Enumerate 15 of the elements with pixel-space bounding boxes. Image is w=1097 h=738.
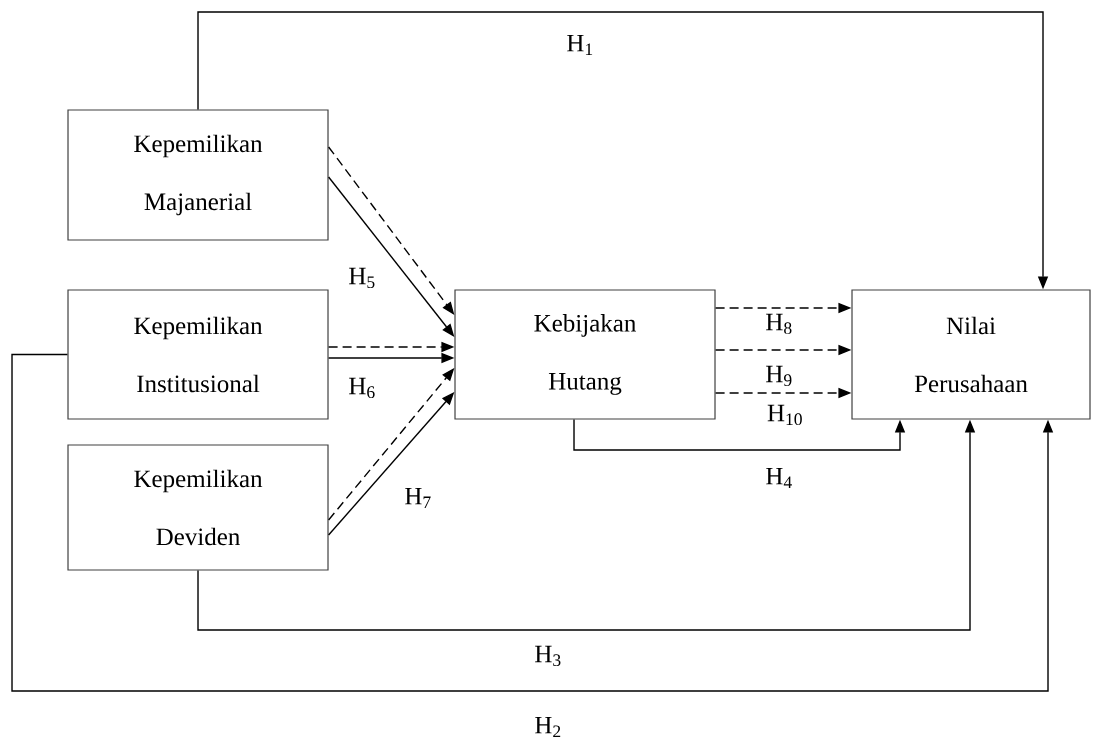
edge-label: H$_{2}$ xyxy=(533,715,563,738)
variable-box: Kebijakan Hutang xyxy=(454,289,716,420)
variable-box: Kepemilikan Majanerial xyxy=(67,109,329,241)
edge-label: H$_{5}$ xyxy=(347,266,377,290)
edge-label: H$_{4}$ xyxy=(764,466,794,490)
edge-label: H$_{10}$ xyxy=(766,403,805,427)
edge-label: H$_{1}$ xyxy=(565,33,595,57)
variable-box: Kepemilikan Deviden xyxy=(67,444,329,571)
edge-label: H$_{6}$ xyxy=(347,376,377,400)
variable-box: Kepemilikan Institusional xyxy=(67,289,329,420)
edge-label: H$_{9}$ xyxy=(764,364,794,388)
edge-label: H$_{3}$ xyxy=(533,644,563,668)
variable-box: Nilai Perusahaan xyxy=(851,289,1091,420)
edge-label: H$_{7}$ xyxy=(403,486,433,510)
edge-label: H$_{8}$ xyxy=(764,312,794,336)
